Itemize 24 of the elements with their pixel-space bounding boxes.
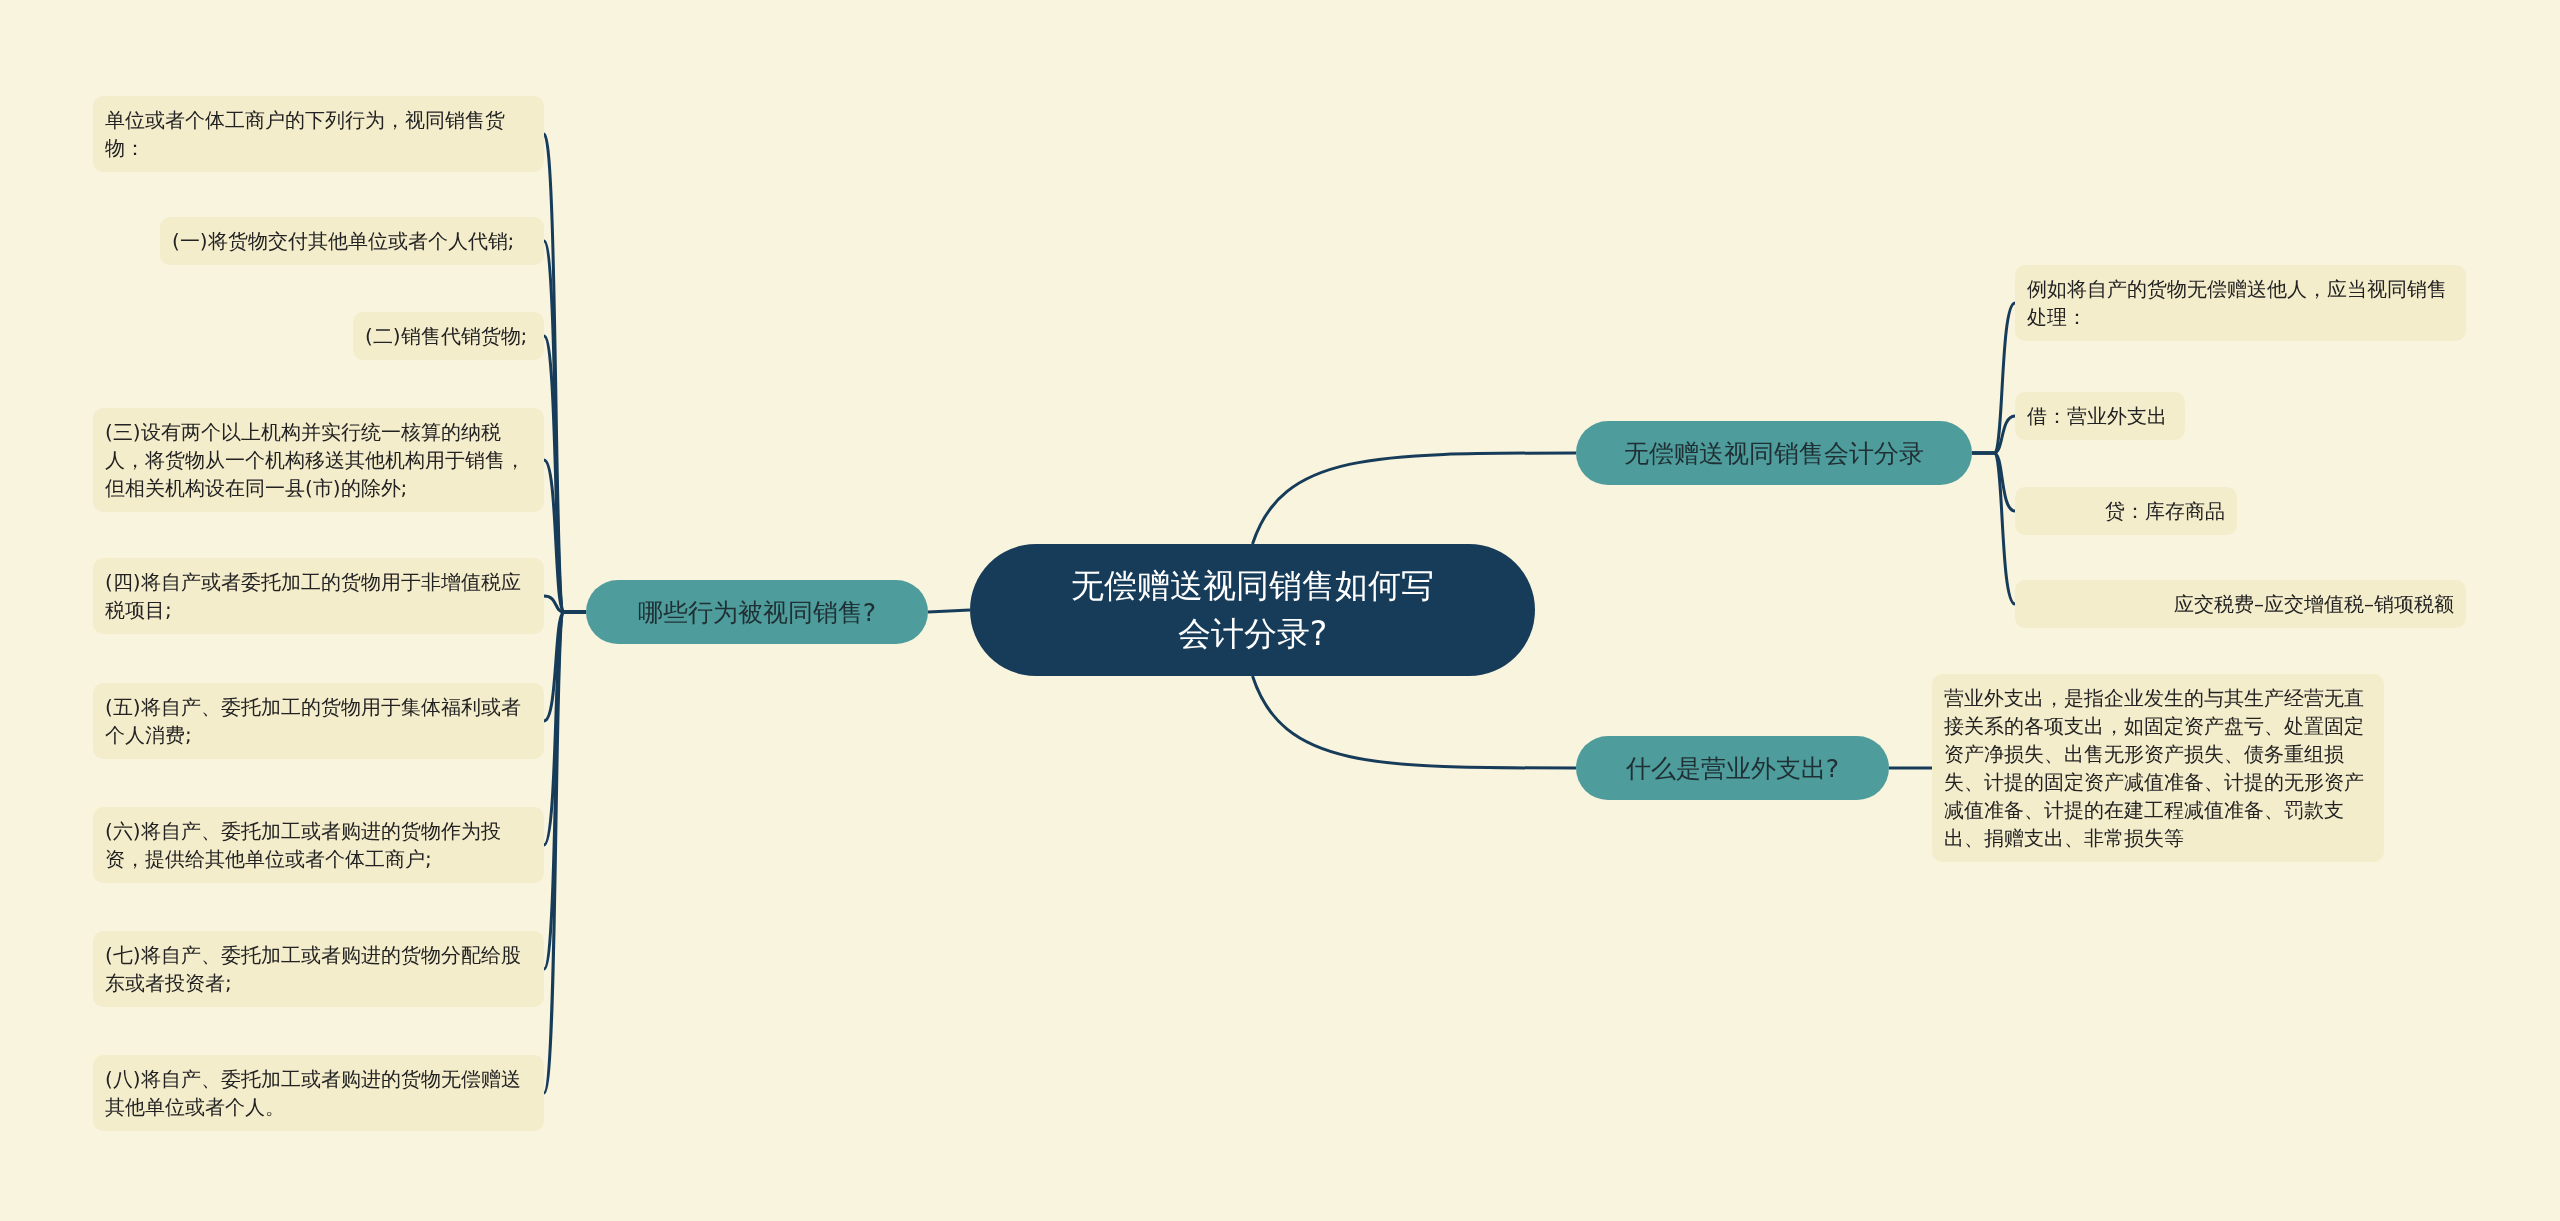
note-box: (七)将自产、委托加工或者购进的货物分配给股东或者投资者; bbox=[93, 931, 544, 1007]
note-box: 贷：库存商品 bbox=[2015, 487, 2237, 535]
connector-line bbox=[927, 608, 971, 614]
note-box: 例如将自产的货物无偿赠送他人，应当视同销售处理： bbox=[2015, 265, 2466, 341]
connector-line bbox=[1251, 451, 1576, 545]
note-box: 单位或者个体工商户的下列行为，视同销售货物： bbox=[93, 96, 544, 172]
note-box: (四)将自产或者委托加工的货物用于非增值税应税项目; bbox=[93, 558, 544, 634]
note-box: (五)将自产、委托加工的货物用于集体福利或者个人消费; bbox=[93, 683, 544, 759]
note-box: (二)销售代销货物; bbox=[353, 312, 544, 360]
note-box: (六)将自产、委托加工或者购进的货物作为投资，提供给其他单位或者个体工商户; bbox=[93, 807, 544, 883]
branch-topic: 哪些行为被视同销售? bbox=[586, 580, 928, 644]
note-box: (八)将自产、委托加工或者购进的货物无偿赠送其他单位或者个人。 bbox=[93, 1055, 544, 1131]
note-box: 营业外支出，是指企业发生的与其生产经营无直接关系的各项支出，如固定资产盘亏、处置固定资产净损失、出售无形资产损失、债务重组损失、计提的固定资产减值准备、计提的无形资产减值准备、计提的在建工程减值准备、罚款支出、捐赠支出、非常损失等 bbox=[1932, 674, 2384, 862]
branch-topic: 什么是营业外支出? bbox=[1576, 736, 1889, 800]
note-box: (三)设有两个以上机构并实行统一核算的纳税人，将货物从一个机构移送其他机构用于销售，但相关机构设在同一县(市)的除外; bbox=[93, 408, 544, 512]
note-box: (一)将货物交付其他单位或者个人代销; bbox=[160, 217, 544, 265]
connector-line bbox=[1251, 675, 1576, 770]
branch-topic: 无偿赠送视同销售会计分录 bbox=[1576, 421, 1972, 485]
central-topic: 无偿赠送视同销售如何写会计分录? bbox=[970, 544, 1535, 676]
note-box: 应交税费–应交增值税–销项税额 bbox=[2015, 580, 2466, 628]
connector-line bbox=[1889, 766, 1932, 770]
note-box: 借：营业外支出 bbox=[2015, 392, 2185, 440]
connector-line bbox=[1972, 451, 2016, 606]
connector-line bbox=[542, 610, 586, 1094]
